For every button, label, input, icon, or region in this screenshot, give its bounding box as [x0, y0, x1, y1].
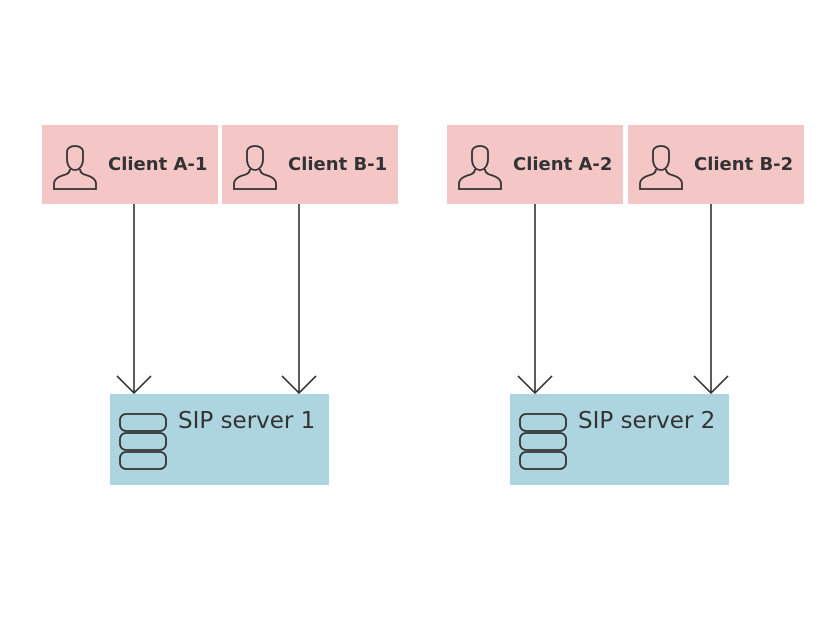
arrowhead-client-a2 [517, 375, 553, 395]
database-server-icon [519, 413, 567, 470]
arrowhead-client-a1 [116, 375, 152, 395]
user-icon [53, 145, 97, 190]
client-b-1-box: Client B-1 [222, 125, 398, 204]
database-server-icon [119, 413, 167, 470]
client-label: Client A-1 [108, 154, 208, 175]
client-label: Client A-2 [513, 154, 613, 175]
client-a-2-box: Client A-2 [447, 125, 623, 204]
sip-server-1-box: SIP server 1 [110, 394, 329, 485]
sip-server-2-box: SIP server 2 [510, 394, 729, 485]
user-icon [233, 145, 277, 190]
server-label: SIP server 2 [578, 408, 716, 434]
client-b-2-box: Client B-2 [628, 125, 804, 204]
arrowhead-client-b1 [281, 375, 317, 395]
client-label: Client B-2 [694, 154, 794, 175]
client-label: Client B-1 [288, 154, 388, 175]
server-label: SIP server 1 [178, 408, 316, 434]
user-icon [458, 145, 502, 190]
client-a-1-box: Client A-1 [42, 125, 218, 204]
arrowhead-client-b2 [693, 375, 729, 395]
user-icon [639, 145, 683, 190]
